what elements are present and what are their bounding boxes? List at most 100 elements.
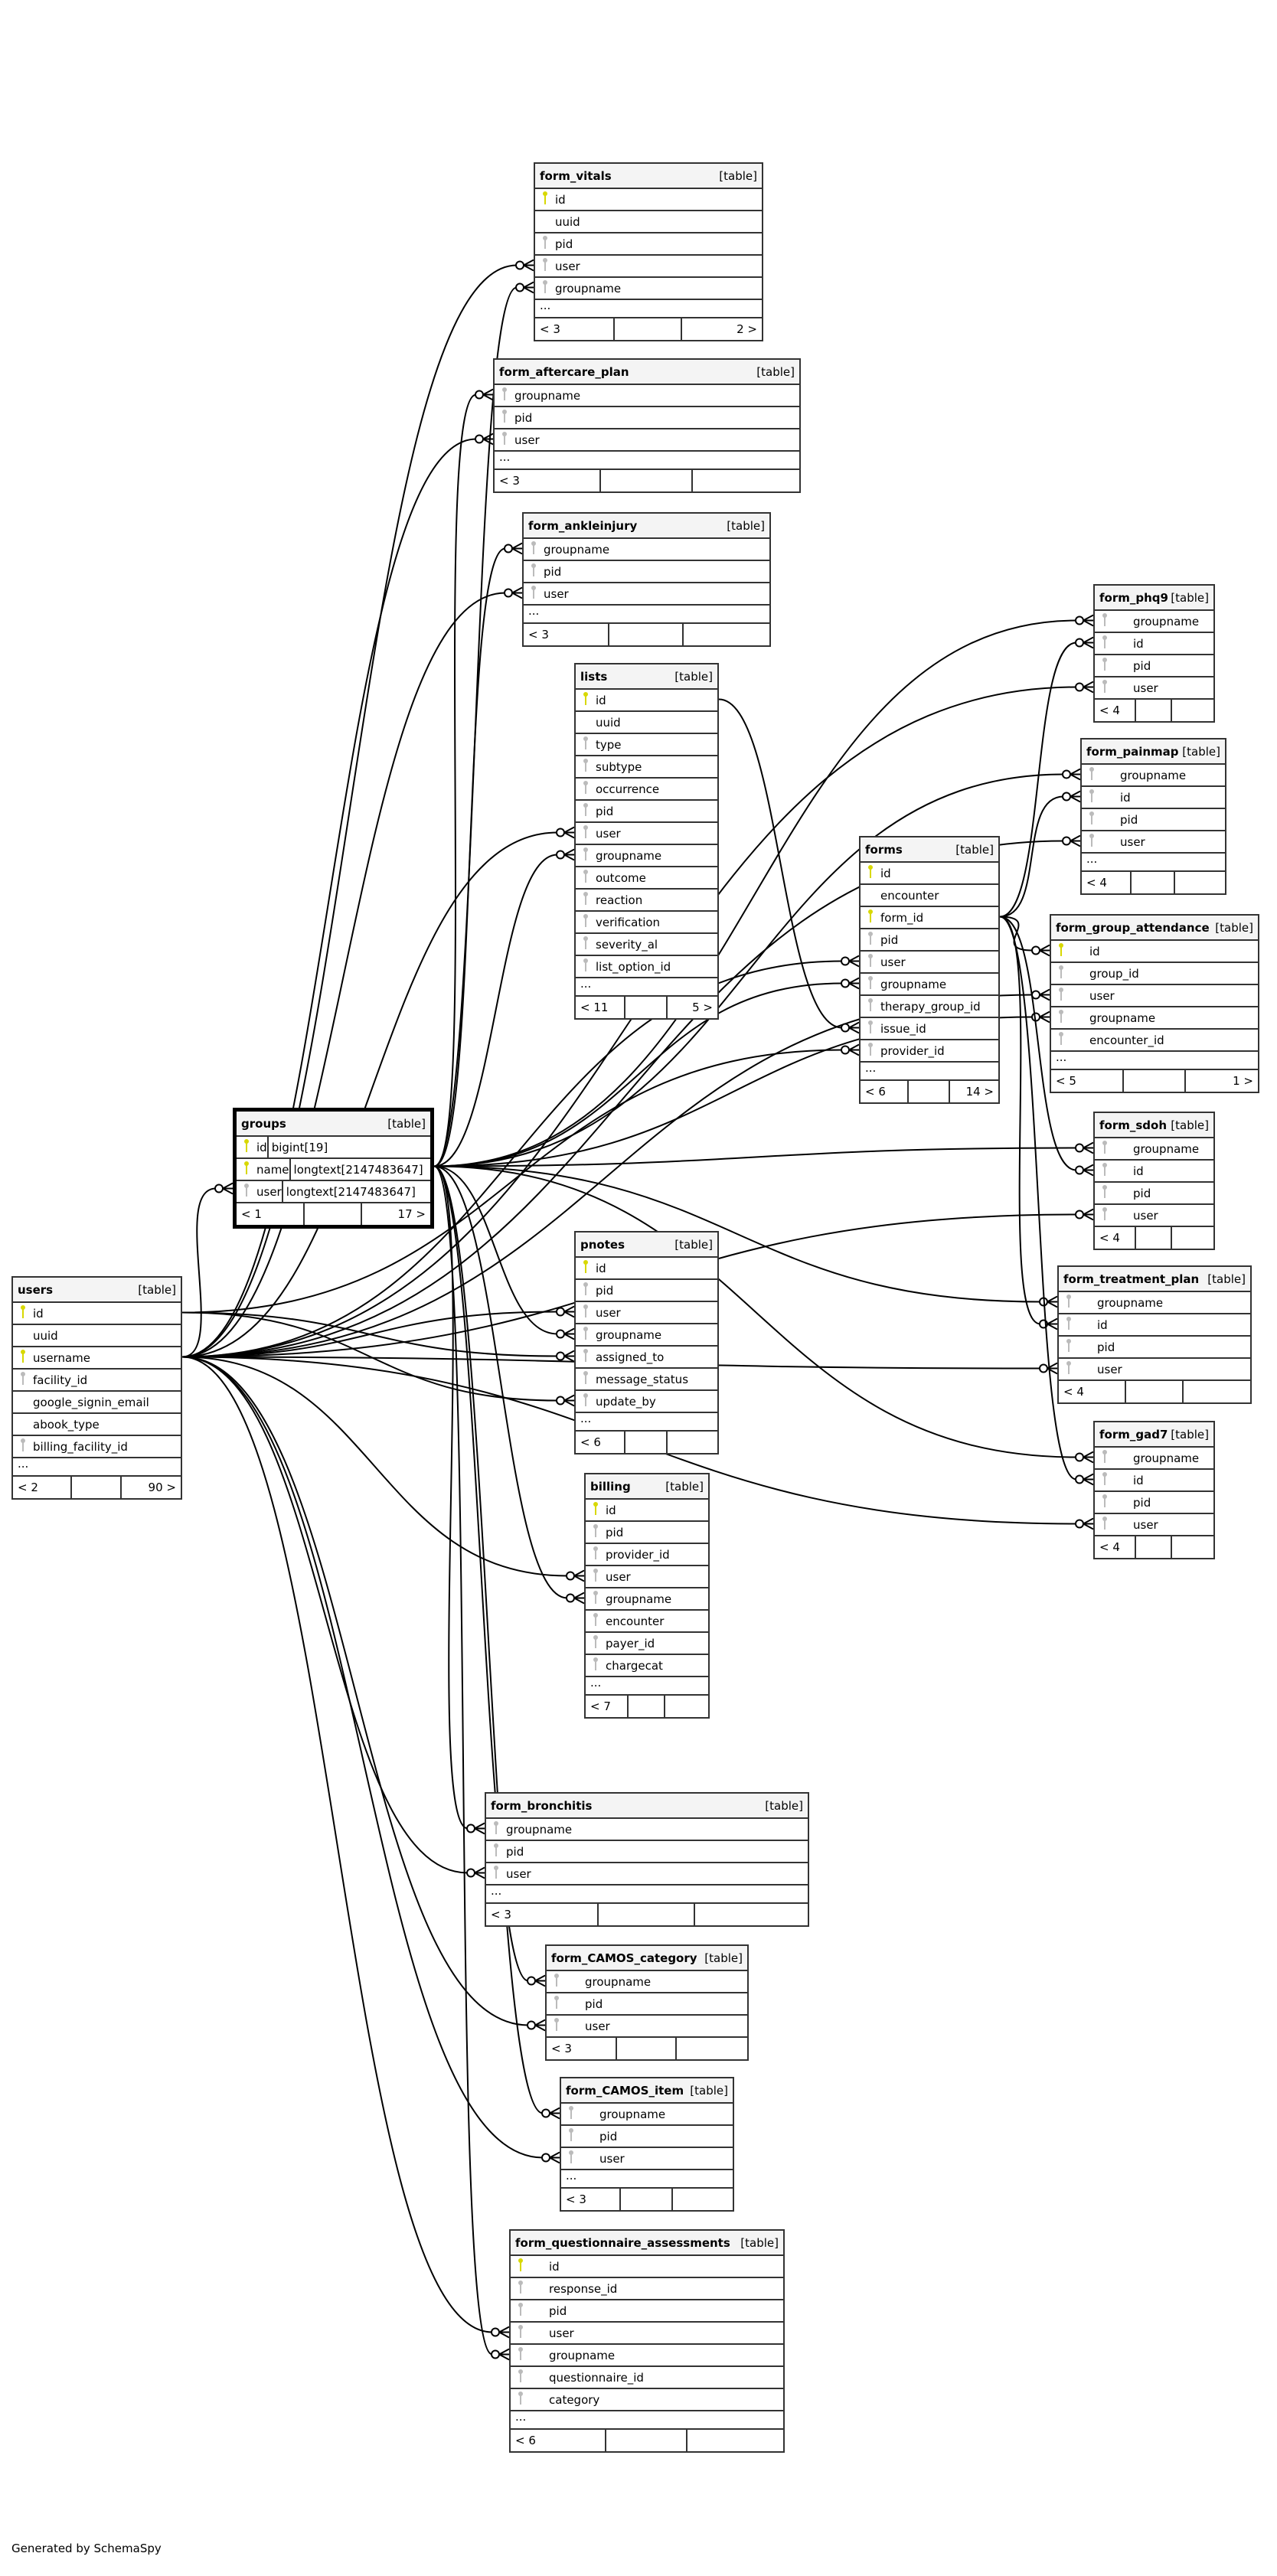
column-name[interactable]: groupname	[549, 2348, 616, 2362]
column-row[interactable]: user	[1082, 831, 1225, 854]
column-row[interactable]: uuid	[535, 211, 762, 233]
column-name[interactable]: user	[1133, 1208, 1158, 1223]
column-name[interactable]: groupname	[599, 2107, 666, 2121]
column-row[interactable]: user	[547, 2016, 747, 2038]
column-row[interactable]: groupname	[861, 974, 998, 996]
table-form_treatment_plan[interactable]: form_treatment_plan [table] groupname id…	[1057, 1265, 1252, 1404]
parent-count[interactable]: < 3	[495, 470, 602, 491]
column-row[interactable]: pid	[1095, 1183, 1213, 1205]
column-name[interactable]: group_id	[1089, 966, 1139, 981]
column-row[interactable]: groupname	[547, 1971, 747, 1993]
column-row[interactable]: user	[495, 429, 799, 452]
child-count[interactable]	[1172, 1227, 1213, 1249]
column-row[interactable]: user	[1095, 677, 1213, 700]
column-row[interactable]: type	[576, 734, 717, 756]
child-count[interactable]	[673, 2189, 733, 2210]
column-name[interactable]: pid	[599, 2129, 618, 2143]
column-row[interactable]: user	[576, 823, 717, 845]
column-row[interactable]: verification	[576, 912, 717, 934]
parent-count[interactable]: < 4	[1095, 1536, 1137, 1558]
column-name[interactable]: provider_id	[880, 1043, 945, 1058]
table-header[interactable]: form_treatment_plan [table]	[1059, 1267, 1250, 1292]
column-name[interactable]: user	[596, 826, 621, 841]
column-row[interactable]: google_signin_email	[13, 1392, 181, 1414]
table-form_painmap[interactable]: form_painmap [table] groupname id pid us…	[1080, 738, 1226, 895]
column-name[interactable]: list_option_id	[596, 959, 671, 974]
column-name[interactable]: groupname	[596, 1327, 662, 1342]
table-form_aftercare_plan[interactable]: form_aftercare_plan [table] groupname pi…	[493, 358, 801, 493]
column-name[interactable]: questionnaire_id	[549, 2370, 644, 2385]
column-name[interactable]: pid	[1120, 812, 1138, 827]
more-columns[interactable]: ...	[1051, 1052, 1258, 1070]
column-row[interactable]: pid	[1095, 655, 1213, 677]
column-name[interactable]: id	[596, 1261, 606, 1275]
column-row[interactable]: user	[535, 256, 762, 278]
column-name[interactable]: uuid	[33, 1328, 58, 1343]
column-row[interactable]: id	[576, 1258, 717, 1280]
column-row[interactable]: pid	[524, 561, 769, 583]
child-count[interactable]	[687, 2430, 783, 2451]
column-name[interactable]: user	[880, 955, 906, 969]
column-name[interactable]: name	[256, 1162, 289, 1177]
table-name[interactable]: form_vitals	[540, 168, 612, 183]
parent-count[interactable]: < 4	[1095, 700, 1137, 721]
column-row[interactable]: groupname	[1095, 611, 1213, 633]
column-row[interactable]: id	[1059, 1314, 1250, 1337]
child-count[interactable]	[693, 470, 799, 491]
column-row[interactable]: id	[576, 690, 717, 712]
parent-count[interactable]: < 4	[1095, 1227, 1137, 1249]
column-name[interactable]: verification	[596, 915, 661, 929]
table-name[interactable]: form_sdoh	[1099, 1118, 1168, 1132]
column-name[interactable]: issue_id	[880, 1021, 926, 1036]
column-row[interactable]: pid	[495, 407, 799, 429]
column-name[interactable]: username	[33, 1350, 90, 1365]
table-name[interactable]: form_bronchitis	[491, 1798, 593, 1813]
column-name[interactable]: user	[514, 433, 540, 447]
child-count[interactable]	[677, 2038, 747, 2059]
column-row[interactable]: facility_id	[13, 1370, 181, 1392]
column-row[interactable]: pid	[576, 801, 717, 823]
column-name[interactable]: pid	[1133, 1186, 1151, 1200]
column-row[interactable]: groupname	[486, 1819, 808, 1841]
column-name[interactable]: id	[880, 866, 891, 880]
column-row[interactable]: message_status	[576, 1369, 717, 1391]
parent-count[interactable]: < 3	[561, 2189, 622, 2210]
column-name[interactable]: category	[549, 2392, 600, 2407]
column-name[interactable]: id	[33, 1306, 44, 1321]
table-header[interactable]: forms [table]	[861, 837, 998, 863]
column-name[interactable]: id	[1133, 636, 1144, 651]
table-header[interactable]: form_CAMOS_category [table]	[547, 1946, 747, 1971]
column-name[interactable]: pid	[506, 1844, 524, 1859]
column-name[interactable]: pid	[544, 564, 562, 579]
column-row[interactable]: user	[576, 1302, 717, 1324]
child-count[interactable]	[665, 1696, 708, 1717]
column-row[interactable]: chargecat	[586, 1655, 708, 1677]
more-columns[interactable]: ...	[861, 1063, 998, 1081]
column-name[interactable]: id	[1120, 790, 1131, 805]
column-name[interactable]: user	[585, 2019, 610, 2033]
column-name[interactable]: facility_id	[33, 1373, 88, 1387]
column-row[interactable]: username	[13, 1347, 181, 1370]
more-columns[interactable]: ...	[486, 1885, 808, 1904]
table-name[interactable]: form_treatment_plan	[1063, 1272, 1200, 1286]
column-row[interactable]: groupname	[586, 1588, 708, 1611]
table-lists[interactable]: lists [table] id uuid type subtype occur…	[574, 663, 719, 1020]
child-count[interactable]: 1 >	[1233, 1074, 1253, 1088]
table-form_CAMOS_category[interactable]: form_CAMOS_category [table] groupname pi…	[545, 1944, 749, 2061]
column-name[interactable]: assigned_to	[596, 1350, 665, 1364]
column-row[interactable]: encounter	[861, 885, 998, 907]
child-count[interactable]	[1184, 1381, 1251, 1402]
table-form_bronchitis[interactable]: form_bronchitis [table] groupname pid us…	[485, 1792, 809, 1927]
column-row[interactable]: id	[1095, 1470, 1213, 1492]
column-name[interactable]: provider_id	[606, 1547, 670, 1562]
column-row[interactable]: encounter	[586, 1611, 708, 1633]
column-row[interactable]: pid	[1082, 809, 1225, 831]
child-count[interactable]: 14 >	[965, 1085, 994, 1099]
more-columns[interactable]: ...	[511, 2411, 783, 2430]
column-name[interactable]: user	[549, 2326, 574, 2340]
column-name[interactable]: groupname	[1097, 1295, 1164, 1310]
column-row[interactable]: assigned_to	[576, 1347, 717, 1369]
table-billing[interactable]: billing [table] id pid provider_id user …	[584, 1473, 710, 1719]
